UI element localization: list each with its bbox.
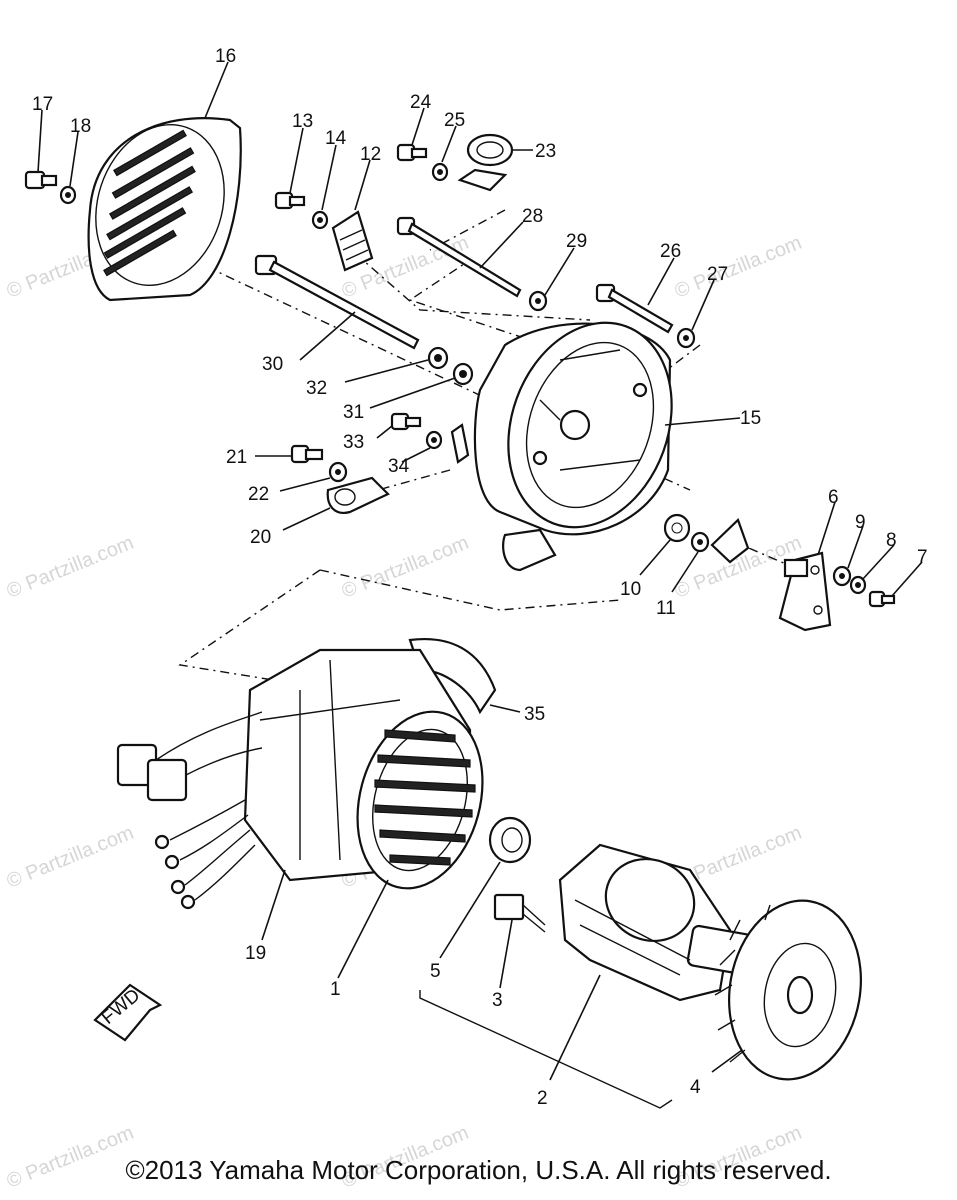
- callout-17: 17: [32, 94, 53, 115]
- nut-10: [663, 513, 691, 543]
- callout-31: 31: [343, 402, 364, 423]
- callout-34: 34: [388, 456, 410, 477]
- generator-base: [558, 843, 754, 1002]
- screw-33: [390, 412, 422, 431]
- bolt-17: [24, 170, 58, 190]
- callout-6: 6: [828, 487, 839, 508]
- callout-9: 9: [855, 512, 866, 533]
- callout-30: 30: [262, 354, 283, 375]
- plate-12: [331, 210, 374, 272]
- brush-holder: [778, 551, 832, 632]
- insulator: [408, 638, 497, 715]
- callout-14: 14: [325, 128, 347, 149]
- bearing: [488, 816, 532, 864]
- watermark: © Partzilla.com: [4, 822, 137, 893]
- callout-18: 18: [70, 116, 91, 137]
- washer-18: [59, 185, 77, 205]
- stator: [116, 648, 484, 910]
- washer-31: [452, 362, 474, 386]
- callout-5: 5: [430, 961, 441, 982]
- callout-11: 11: [656, 598, 676, 619]
- callout-25: 25: [444, 110, 465, 131]
- callout-28: 28: [522, 206, 543, 227]
- callout-19: 19: [245, 943, 266, 964]
- connector-plugs: [116, 711, 263, 802]
- washer-27: [676, 327, 696, 349]
- copyright-notice: ©2013 Yamaha Motor Corporation, U.S.A. A…: [125, 1155, 832, 1185]
- callout-10: 10: [620, 579, 641, 600]
- bolt-26: [595, 283, 674, 334]
- callout-1: 1: [330, 979, 341, 1000]
- diode: [493, 893, 546, 933]
- leader-lines: [37, 61, 923, 1081]
- callout-7: 7: [917, 547, 928, 568]
- callout-29: 29: [566, 231, 587, 252]
- callout-8: 8: [886, 530, 897, 551]
- hardware-right: [663, 513, 896, 632]
- callout-27: 27: [707, 264, 728, 285]
- callout-2: 2: [537, 1088, 548, 1109]
- through-bolt-30: [254, 254, 420, 350]
- callout-16: 16: [215, 46, 236, 67]
- callout-32: 32: [306, 378, 327, 399]
- callout-12: 12: [360, 144, 381, 165]
- through-bolt-28: [396, 216, 522, 298]
- rear-housing: [473, 321, 673, 572]
- washer-8: [849, 575, 867, 595]
- bolt-13: [274, 191, 306, 210]
- wire-leads: [154, 799, 256, 910]
- callout-3: 3: [492, 990, 503, 1011]
- washer-34: [425, 430, 443, 450]
- cooling-fan: [714, 899, 862, 1081]
- callout-21: 21: [226, 447, 247, 468]
- callout-24: 24: [410, 92, 432, 113]
- callout-33: 33: [343, 432, 364, 453]
- callout-23: 23: [535, 141, 556, 162]
- callout-22: 22: [248, 484, 269, 505]
- terminal-plate: [710, 518, 750, 564]
- washer-14: [311, 210, 329, 230]
- watermark: © Partzilla.com: [672, 232, 805, 303]
- washer-25: [431, 162, 449, 182]
- callout-13: 13: [292, 111, 313, 132]
- callout-15: 15: [740, 408, 761, 429]
- callout-numbers: 1 2 3 4 5 6 7 8 9 10 11 12 13 14 15 16 1…: [32, 46, 928, 1109]
- callout-4: 4: [690, 1077, 701, 1098]
- washer-9: [832, 565, 852, 587]
- bolt-24: [396, 143, 428, 162]
- washer-29: [528, 290, 548, 312]
- clamp-20: [326, 476, 390, 514]
- rotor-fins: [374, 729, 476, 866]
- bolt-21: [290, 444, 324, 464]
- screw-7: [868, 590, 896, 608]
- washer-22: [328, 461, 348, 483]
- hardware-top: [24, 133, 696, 514]
- cord-clamp-23: [457, 133, 514, 192]
- end-cover: [87, 117, 242, 302]
- cover-louvers: [103, 129, 196, 277]
- callout-35: 35: [524, 704, 545, 725]
- callout-20: 20: [250, 527, 271, 548]
- washer-32: [427, 346, 449, 370]
- washer-11: [690, 531, 710, 553]
- terminal-34: [450, 423, 470, 464]
- watermark: © Partzilla.com: [339, 532, 472, 603]
- fwd-arrow: FWD: [93, 983, 163, 1042]
- callout-26: 26: [660, 241, 681, 262]
- watermark: © Partzilla.com: [4, 532, 137, 603]
